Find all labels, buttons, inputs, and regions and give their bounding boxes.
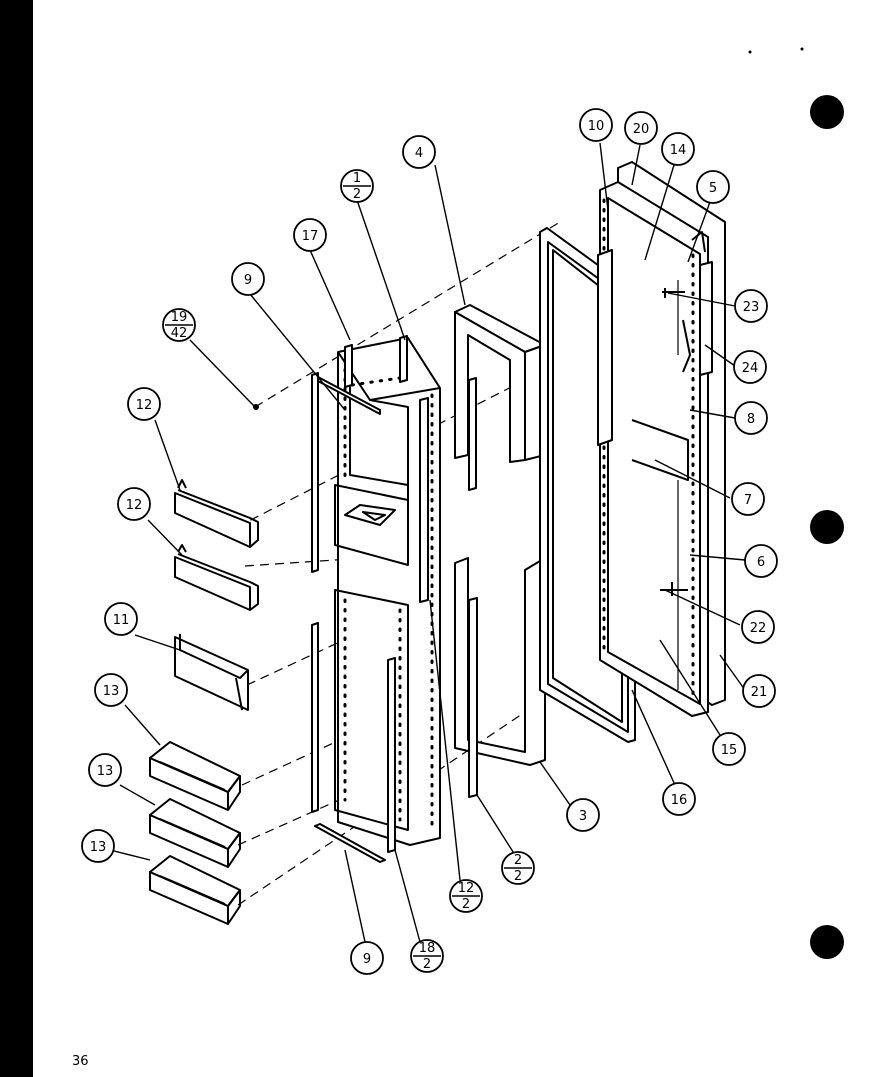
callout-16-label: 16 <box>671 793 688 808</box>
callout-12-upper-label: 12 <box>136 398 153 413</box>
page-number: 36 <box>72 1054 89 1069</box>
callout-11: 11 <box>104 602 138 636</box>
callout-12-upper: 12 <box>127 387 161 421</box>
callout-10: 10 <box>579 108 613 142</box>
callout-13-a-label: 13 <box>103 684 120 699</box>
callout-18-2-den: 2 <box>423 957 431 972</box>
callout-17: 17 <box>293 218 327 252</box>
callout-6-label: 6 <box>757 555 765 570</box>
callout-15-label: 15 <box>721 743 738 758</box>
callout-5-label: 5 <box>709 181 717 196</box>
callout-1-2-num: 1 <box>353 171 361 186</box>
callout-19-42-num: 19 <box>171 310 188 325</box>
callout-21-label: 21 <box>751 685 768 700</box>
callout-15: 15 <box>712 732 746 766</box>
callout-9-lower-label: 9 <box>363 952 371 967</box>
callout-12-2-num: 12 <box>458 881 475 896</box>
callout-4-label: 4 <box>415 146 423 161</box>
callout-12-2-den: 2 <box>462 897 470 912</box>
callout-18-2: 18 2 <box>410 939 444 973</box>
callout-2-2-num: 2 <box>514 853 522 868</box>
callout-23: 23 <box>734 289 768 323</box>
callout-10-label: 10 <box>588 119 605 134</box>
callout-12-lower-label: 12 <box>126 498 143 513</box>
door-liner <box>334 337 441 846</box>
callout-22-label: 22 <box>750 621 767 636</box>
punch-hole-top <box>810 95 844 129</box>
leader-lines <box>109 142 746 943</box>
callout-4: 4 <box>402 135 436 169</box>
callout-14-label: 14 <box>670 143 687 158</box>
callout-12-lower: 12 <box>117 487 151 521</box>
callout-1-2: 1 2 <box>340 169 374 203</box>
callout-9-lower: 9 <box>350 941 384 975</box>
page-background <box>33 0 880 1077</box>
outer-door <box>597 161 726 717</box>
callout-23-label: 23 <box>743 300 760 315</box>
callout-1-2-den: 2 <box>353 187 361 202</box>
callout-7-label: 7 <box>744 493 752 508</box>
callout-14: 14 <box>661 132 695 166</box>
callout-24-label: 24 <box>742 361 759 376</box>
callout-19-42: 19 42 <box>162 308 196 342</box>
callout-20-label: 20 <box>633 122 650 137</box>
callout-3-label: 3 <box>579 809 587 824</box>
callout-9-upper-label: 9 <box>244 273 252 288</box>
callout-13-b-label: 13 <box>97 764 114 779</box>
callout-6: 6 <box>744 544 778 578</box>
callout-2-2-den: 2 <box>514 869 522 884</box>
callout-7: 7 <box>731 482 765 516</box>
callout-8-label: 8 <box>747 412 755 427</box>
callout-8: 8 <box>734 401 768 435</box>
callout-19-42-den: 42 <box>171 326 188 341</box>
callout-20: 20 <box>624 111 658 145</box>
liner-trim-strips <box>311 335 429 863</box>
callout-5: 5 <box>696 170 730 204</box>
callout-2-2: 2 2 <box>501 851 535 885</box>
callout-18-2-num: 18 <box>419 941 436 956</box>
callout-9-upper: 9 <box>231 262 265 296</box>
callout-17-label: 17 <box>302 229 319 244</box>
callout-13-c-label: 13 <box>90 840 107 855</box>
callout-16: 16 <box>662 782 696 816</box>
screw-part <box>253 404 259 410</box>
callout-13-c: 13 <box>81 829 115 863</box>
callout-11-label: 11 <box>113 613 130 628</box>
callout-12-2: 12 2 <box>449 879 483 913</box>
callout-24: 24 <box>733 350 767 384</box>
callout-13-a: 13 <box>94 673 128 707</box>
callout-21: 21 <box>742 674 776 708</box>
punch-hole-bottom <box>810 925 844 959</box>
door-shelves <box>149 479 259 925</box>
callout-22: 22 <box>741 610 775 644</box>
punch-hole-middle <box>810 510 844 544</box>
callout-3: 3 <box>566 798 600 832</box>
callout-13-b: 13 <box>88 753 122 787</box>
